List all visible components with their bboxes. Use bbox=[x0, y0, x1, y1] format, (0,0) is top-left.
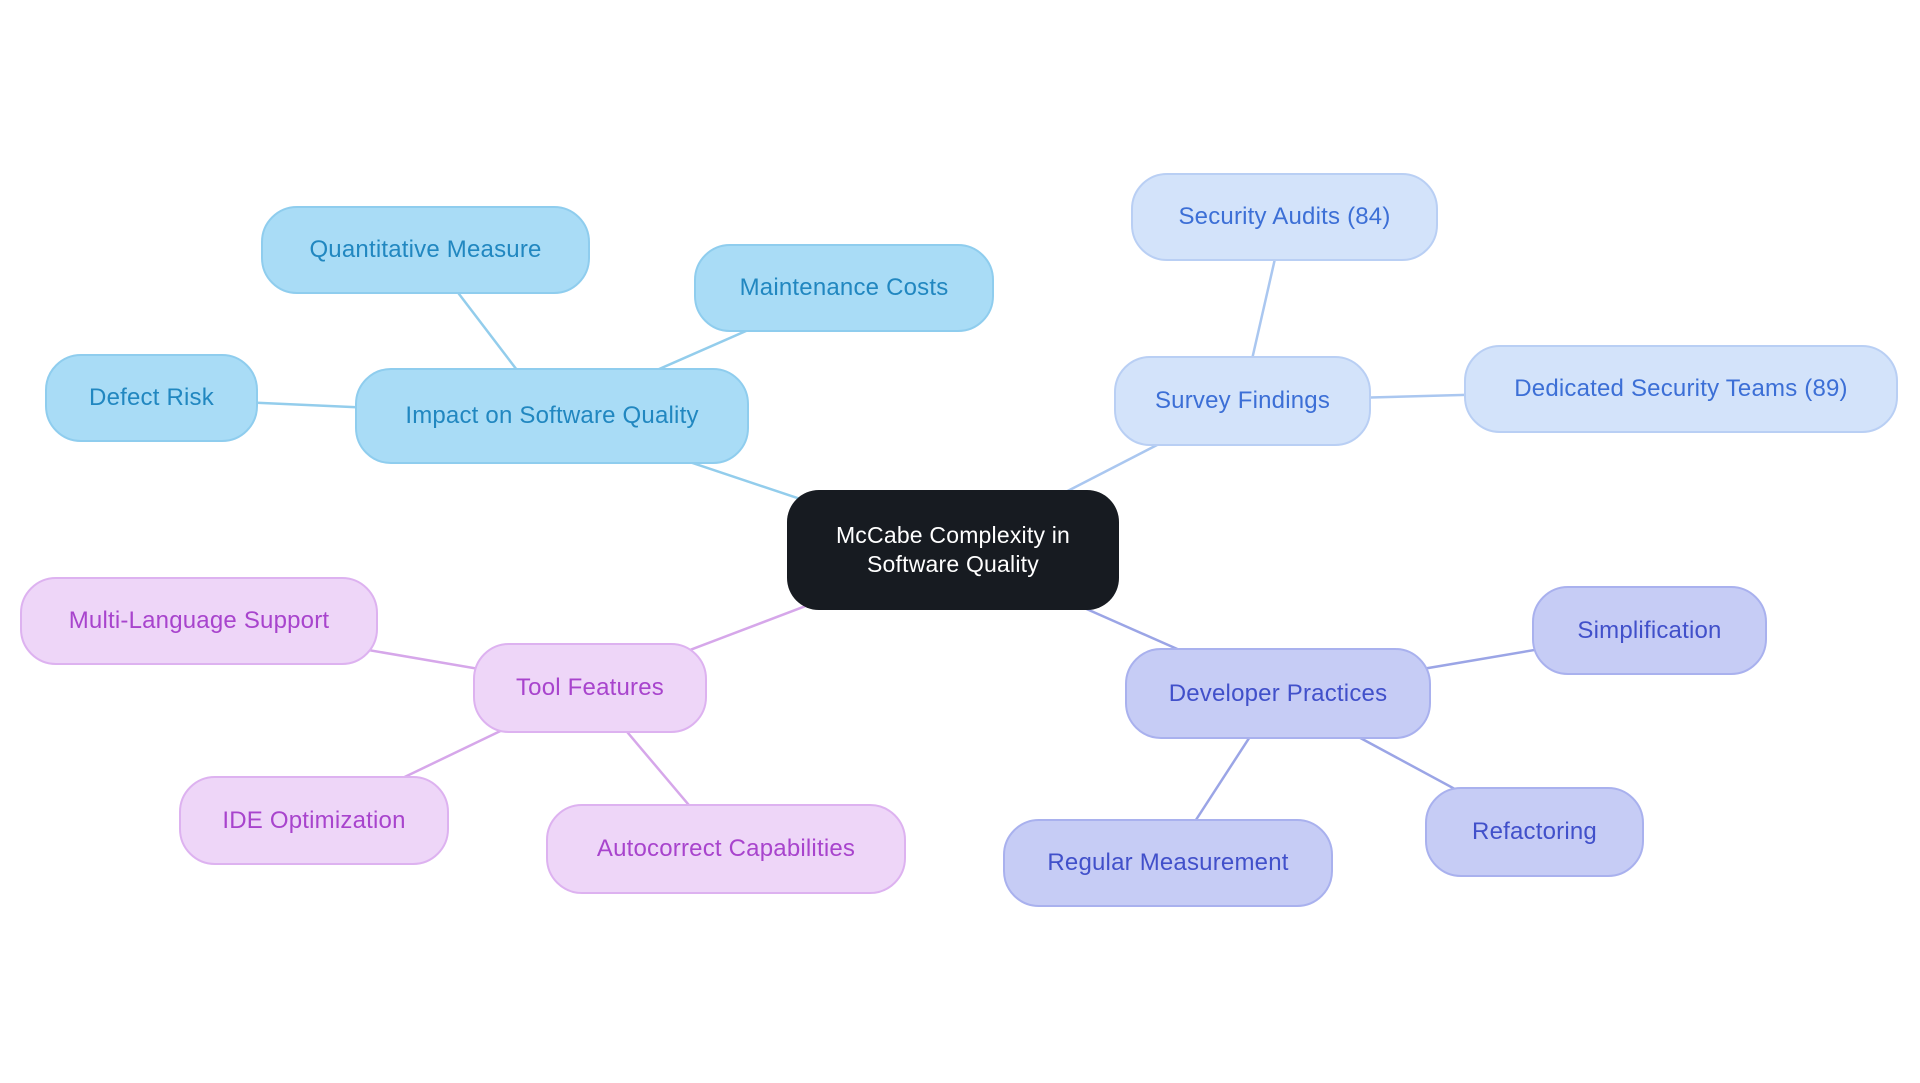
node-survey[interactable]: Survey Findings bbox=[1114, 356, 1371, 446]
node-label-ide: IDE Optimization bbox=[222, 806, 406, 834]
node-simplify[interactable]: Simplification bbox=[1532, 586, 1767, 675]
node-label-survey: Survey Findings bbox=[1154, 387, 1331, 414]
node-label-teams: Dedicated Security Teams (89) bbox=[1514, 375, 1848, 402]
node-label-multilang: Multi-Language Support bbox=[68, 607, 330, 634]
node-audits[interactable]: Security Audits (84) bbox=[1131, 173, 1438, 261]
node-label-dev: Developer Practices bbox=[1168, 679, 1388, 707]
node-label-quantitative: Quantitative Measure bbox=[309, 236, 542, 263]
node-label-refactor: Refactoring bbox=[1472, 818, 1597, 845]
node-impact[interactable]: Impact on Software Quality bbox=[355, 368, 749, 464]
node-label-audits: Security Audits (84) bbox=[1178, 203, 1391, 230]
node-label-defect: Defect Risk bbox=[89, 384, 214, 411]
node-center[interactable]: McCabe Complexity in Software Quality bbox=[787, 490, 1119, 610]
node-label-center: McCabe Complexity in Software Quality bbox=[835, 522, 1071, 577]
node-dev[interactable]: Developer Practices bbox=[1125, 648, 1431, 739]
node-tools[interactable]: Tool Features bbox=[473, 643, 707, 733]
node-refactor[interactable]: Refactoring bbox=[1425, 787, 1644, 877]
node-label-simplify: Simplification bbox=[1577, 616, 1722, 644]
node-teams[interactable]: Dedicated Security Teams (89) bbox=[1464, 345, 1898, 433]
node-autocorrect[interactable]: Autocorrect Capabilities bbox=[546, 804, 906, 894]
node-label-autocorrect: Autocorrect Capabilities bbox=[596, 835, 856, 862]
node-maintenance[interactable]: Maintenance Costs bbox=[694, 244, 994, 332]
node-defect[interactable]: Defect Risk bbox=[45, 354, 258, 442]
node-ide[interactable]: IDE Optimization bbox=[179, 776, 449, 865]
node-label-measure: Regular Measurement bbox=[1047, 849, 1289, 876]
node-multilang[interactable]: Multi-Language Support bbox=[20, 577, 378, 665]
node-label-impact: Impact on Software Quality bbox=[405, 402, 699, 429]
node-measure[interactable]: Regular Measurement bbox=[1003, 819, 1333, 907]
node-label-tools: Tool Features bbox=[515, 674, 664, 701]
node-quantitative[interactable]: Quantitative Measure bbox=[261, 206, 590, 294]
node-label-maintenance: Maintenance Costs bbox=[739, 274, 949, 301]
